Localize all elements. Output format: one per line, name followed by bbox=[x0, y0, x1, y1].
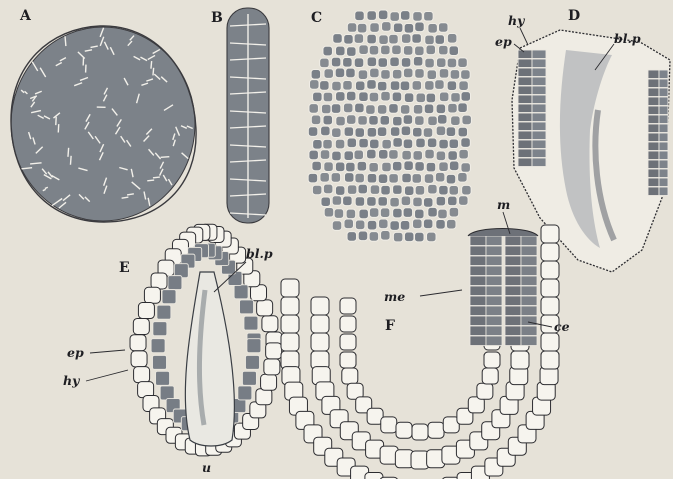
annotation-e-blp: bl.p bbox=[246, 246, 273, 261]
figure-b: B bbox=[211, 8, 269, 223]
annotation-d-hy: hy bbox=[508, 13, 525, 28]
label-a: A bbox=[19, 8, 32, 24]
label-d: D bbox=[568, 8, 580, 24]
annotation-e-u: u bbox=[202, 460, 211, 475]
annotation-e-ep: ep bbox=[67, 345, 84, 360]
annotation-f-ce: ce bbox=[554, 319, 570, 334]
annotation-e-hy: hy bbox=[63, 373, 80, 388]
figure-f: F m me ce bbox=[281, 197, 570, 479]
label-b: B bbox=[211, 10, 223, 26]
annotation-f-me: me bbox=[384, 289, 405, 304]
figure-c: C bbox=[308, 10, 471, 242]
annotation-d-blp: bl.p bbox=[614, 31, 641, 46]
figure-a: A bbox=[11, 8, 196, 222]
annotation-f-m: m bbox=[497, 197, 510, 212]
label-f: F bbox=[385, 318, 395, 334]
label-e: E bbox=[119, 260, 130, 276]
label-c: C bbox=[311, 10, 322, 26]
annotation-d-ep: ep bbox=[495, 34, 512, 49]
figure-e: E bl.p ep hy u bbox=[63, 224, 282, 475]
